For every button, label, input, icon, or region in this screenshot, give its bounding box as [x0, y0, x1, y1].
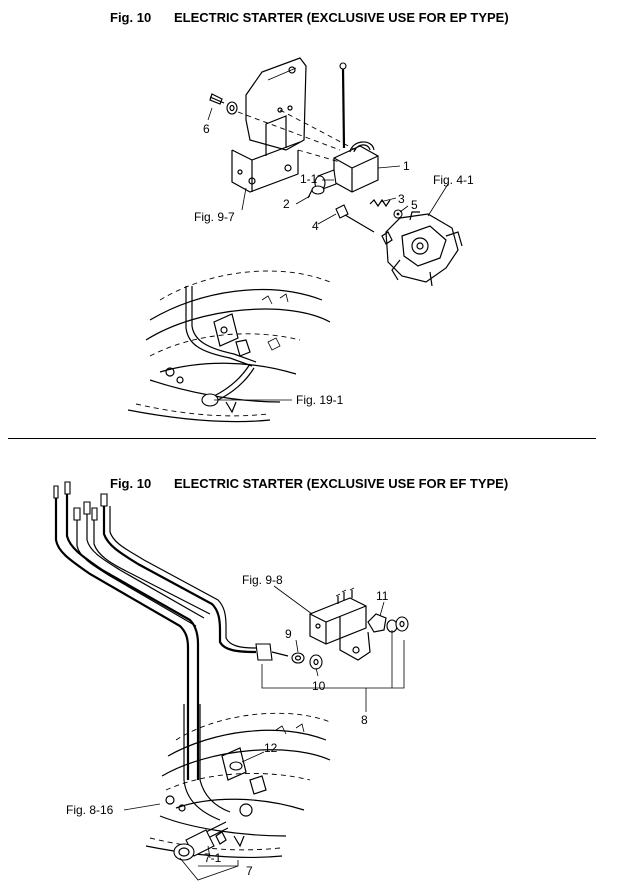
- callout-fig-19-1: Fig. 19-1: [296, 393, 344, 407]
- callout-fig-9-7: Fig. 9-7: [194, 210, 235, 224]
- callout-10: 10: [312, 679, 326, 693]
- title-text-ef: ELECTRIC STARTER (EXCLUSIVE USE FOR EF T…: [174, 476, 509, 491]
- callout-2: 2: [283, 197, 290, 211]
- title-text-ep: ELECTRIC STARTER (EXCLUSIVE USE FOR EP T…: [174, 10, 509, 25]
- callout-6: 6: [203, 122, 210, 136]
- ep-bolt-6: [209, 93, 238, 115]
- ef-bracket-8: [309, 587, 409, 661]
- ef-washer-10: [309, 654, 323, 670]
- callout-7: 7: [246, 864, 253, 878]
- callout-5: 5: [411, 198, 418, 212]
- ep-spring-3: [369, 198, 391, 208]
- callout-8: 8: [361, 713, 368, 727]
- ep-engine-cover: [127, 270, 331, 423]
- ef-starter-plug-7-1: [173, 821, 229, 861]
- callout-12: 12: [264, 741, 278, 755]
- callout-1-1: 1-1: [300, 172, 318, 186]
- callout-1: 1: [403, 159, 410, 173]
- callout-fig-9-8: Fig. 9-8: [242, 573, 283, 587]
- ep-leader-lines: [207, 107, 449, 401]
- ef-bracket-bracket-line: [261, 630, 405, 712]
- ep-clip-2: [307, 185, 325, 199]
- callout-7-1: 7-1: [204, 851, 222, 865]
- ep-carburetor: [381, 211, 463, 287]
- callout-4: 4: [312, 219, 319, 233]
- ef-leader-lines: [123, 585, 385, 881]
- ef-engine-cover: [145, 712, 331, 859]
- ep-rod-4: [335, 204, 375, 233]
- fig-number-ep: Fig. 10: [110, 10, 152, 25]
- callout-fig-8-16: Fig. 8-16: [66, 803, 114, 817]
- callout-11: 11: [376, 589, 389, 603]
- callout-fig-4-1: Fig. 4-1: [433, 173, 474, 187]
- callout-3: 3: [398, 192, 405, 206]
- fig-number-ef: Fig. 10: [110, 476, 152, 491]
- ef-harness-7: [53, 481, 289, 821]
- callout-9: 9: [285, 627, 292, 641]
- ep-solenoid-1: [314, 62, 379, 193]
- section-divider: [8, 438, 596, 439]
- ep-bracket-assembly: [231, 57, 357, 193]
- ef-washer-9: [291, 652, 305, 664]
